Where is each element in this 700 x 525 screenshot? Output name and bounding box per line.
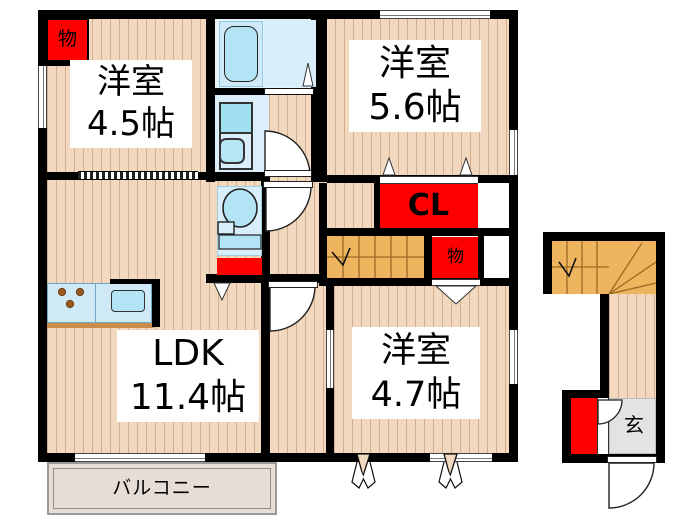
room47-entry-slider[interactable] xyxy=(326,330,334,388)
closet-cl-door-line[interactable] xyxy=(379,176,478,184)
wall-ldk-toilet xyxy=(206,172,270,181)
wall-storage-top-left-bottom xyxy=(44,60,91,66)
staircase-interior xyxy=(327,236,424,278)
sliding-door-room45-ldk[interactable] xyxy=(78,171,198,180)
window-washitsu-5-6-right xyxy=(509,130,518,182)
wall-toilet-bottom xyxy=(206,274,270,283)
room-label-washitsu-4-5-line1: 洋室 xyxy=(97,62,165,103)
wall-storage-right-edge xyxy=(478,236,484,279)
vanity-mirror xyxy=(219,102,253,134)
exterior-wall-bottom xyxy=(38,453,518,462)
gas-stove xyxy=(48,284,96,322)
wall-corridor-notch xyxy=(269,274,327,283)
genkan-label: 玄 xyxy=(624,412,644,437)
label-plate-room-5-6 xyxy=(349,40,481,132)
storage-mono-right-label: 物 xyxy=(447,246,464,267)
entrance-staircase xyxy=(552,241,656,294)
window-washitsu-4-7-right xyxy=(509,330,518,384)
wall-washroom-right xyxy=(311,10,319,182)
label-plate-room-4-7 xyxy=(352,327,480,419)
balcony-label: バルコニー xyxy=(112,476,212,499)
room-label-washitsu-5-6-line2: 5.6帖 xyxy=(368,87,462,129)
exterior-wall-top xyxy=(38,10,518,19)
window-washitsu-4-7-bottom xyxy=(430,453,492,462)
vanity-counter xyxy=(219,134,253,170)
kitchen-sink xyxy=(111,290,145,312)
room-label-washitsu-4-5-line2: 4.5帖 xyxy=(86,104,176,145)
wall-corridor-stairs xyxy=(319,183,327,286)
bath-entry-slider[interactable] xyxy=(264,88,314,95)
window-washitsu-5-6-top xyxy=(380,10,490,19)
toilet-bowl-tank xyxy=(217,186,262,256)
bath-shower-area xyxy=(264,20,316,87)
kitchen-counter-edge xyxy=(47,323,154,328)
entrance-wall-left-upper xyxy=(543,232,552,294)
entrance-wall-left-lower xyxy=(600,285,609,395)
wall-cl-left xyxy=(374,176,380,229)
label-plate-ldk xyxy=(117,330,259,422)
balcony-inner-line xyxy=(53,468,271,509)
wall-cl-bottom xyxy=(327,228,518,236)
entrance-wall-right xyxy=(656,232,665,462)
exterior-wall-left xyxy=(38,10,47,462)
room-label-ldk-line2: 11.4帖 xyxy=(129,377,247,419)
wall-room45-bath xyxy=(206,10,215,180)
ldk-door-leaf[interactable] xyxy=(268,281,318,288)
shoe-box xyxy=(571,398,597,454)
front-door-leaf[interactable] xyxy=(607,456,657,463)
label-plate-room-4-5 xyxy=(70,60,192,148)
toilet-shelf xyxy=(217,258,262,275)
wall-ldk-right xyxy=(261,276,270,453)
wall-storage-top-left-side xyxy=(44,16,48,66)
storage-mono-right xyxy=(432,237,479,278)
wall-kitchen-counter-top xyxy=(110,279,160,284)
wall-toilet-right xyxy=(261,172,270,282)
closet-cl xyxy=(379,183,478,228)
wall-stairs-bottom xyxy=(319,278,518,286)
room-label-washitsu-4-7-line2: 4.7帖 xyxy=(370,374,462,415)
toilet-door-leaf[interactable] xyxy=(263,181,313,188)
entrance-wall-shoe-left xyxy=(562,390,609,398)
shoe-box-door-line[interactable] xyxy=(597,398,609,454)
washroom-door-leaf[interactable] xyxy=(264,170,312,177)
storage-mono-top-left-label: 物 xyxy=(57,28,77,51)
room-label-washitsu-5-6-line1: 洋室 xyxy=(378,43,451,85)
wall-kitchen-counter-side xyxy=(152,279,160,327)
entrance-wall-top xyxy=(543,232,665,241)
wall-room56-corridor xyxy=(319,10,327,182)
exterior-wall-right xyxy=(509,10,518,462)
room-label-washitsu-4-7-line1: 洋室 xyxy=(380,330,451,371)
window-washitsu-4-5-left xyxy=(38,66,47,128)
bathtub-inner xyxy=(224,26,258,82)
entrance-corridor-floor xyxy=(609,294,656,398)
storage-right-door-line[interactable] xyxy=(432,279,480,286)
wall-stairs-storage xyxy=(424,236,432,278)
room-label-ldk-line1: LDK xyxy=(152,333,224,375)
entrance-wall-shoe-side xyxy=(562,390,571,462)
closet-cl-label: CL xyxy=(407,187,450,223)
wall-washroom-bottom xyxy=(206,176,215,182)
balcony xyxy=(47,462,277,515)
balcony-sliding-door[interactable] xyxy=(75,453,205,462)
